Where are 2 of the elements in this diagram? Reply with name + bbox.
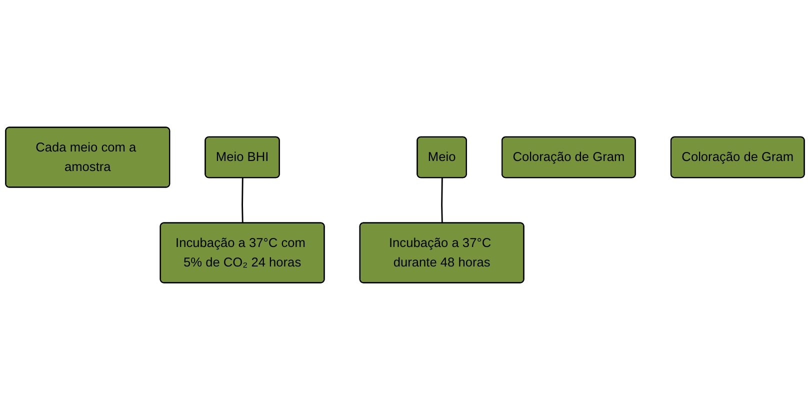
connector [441,178,443,224]
connector [242,178,244,224]
